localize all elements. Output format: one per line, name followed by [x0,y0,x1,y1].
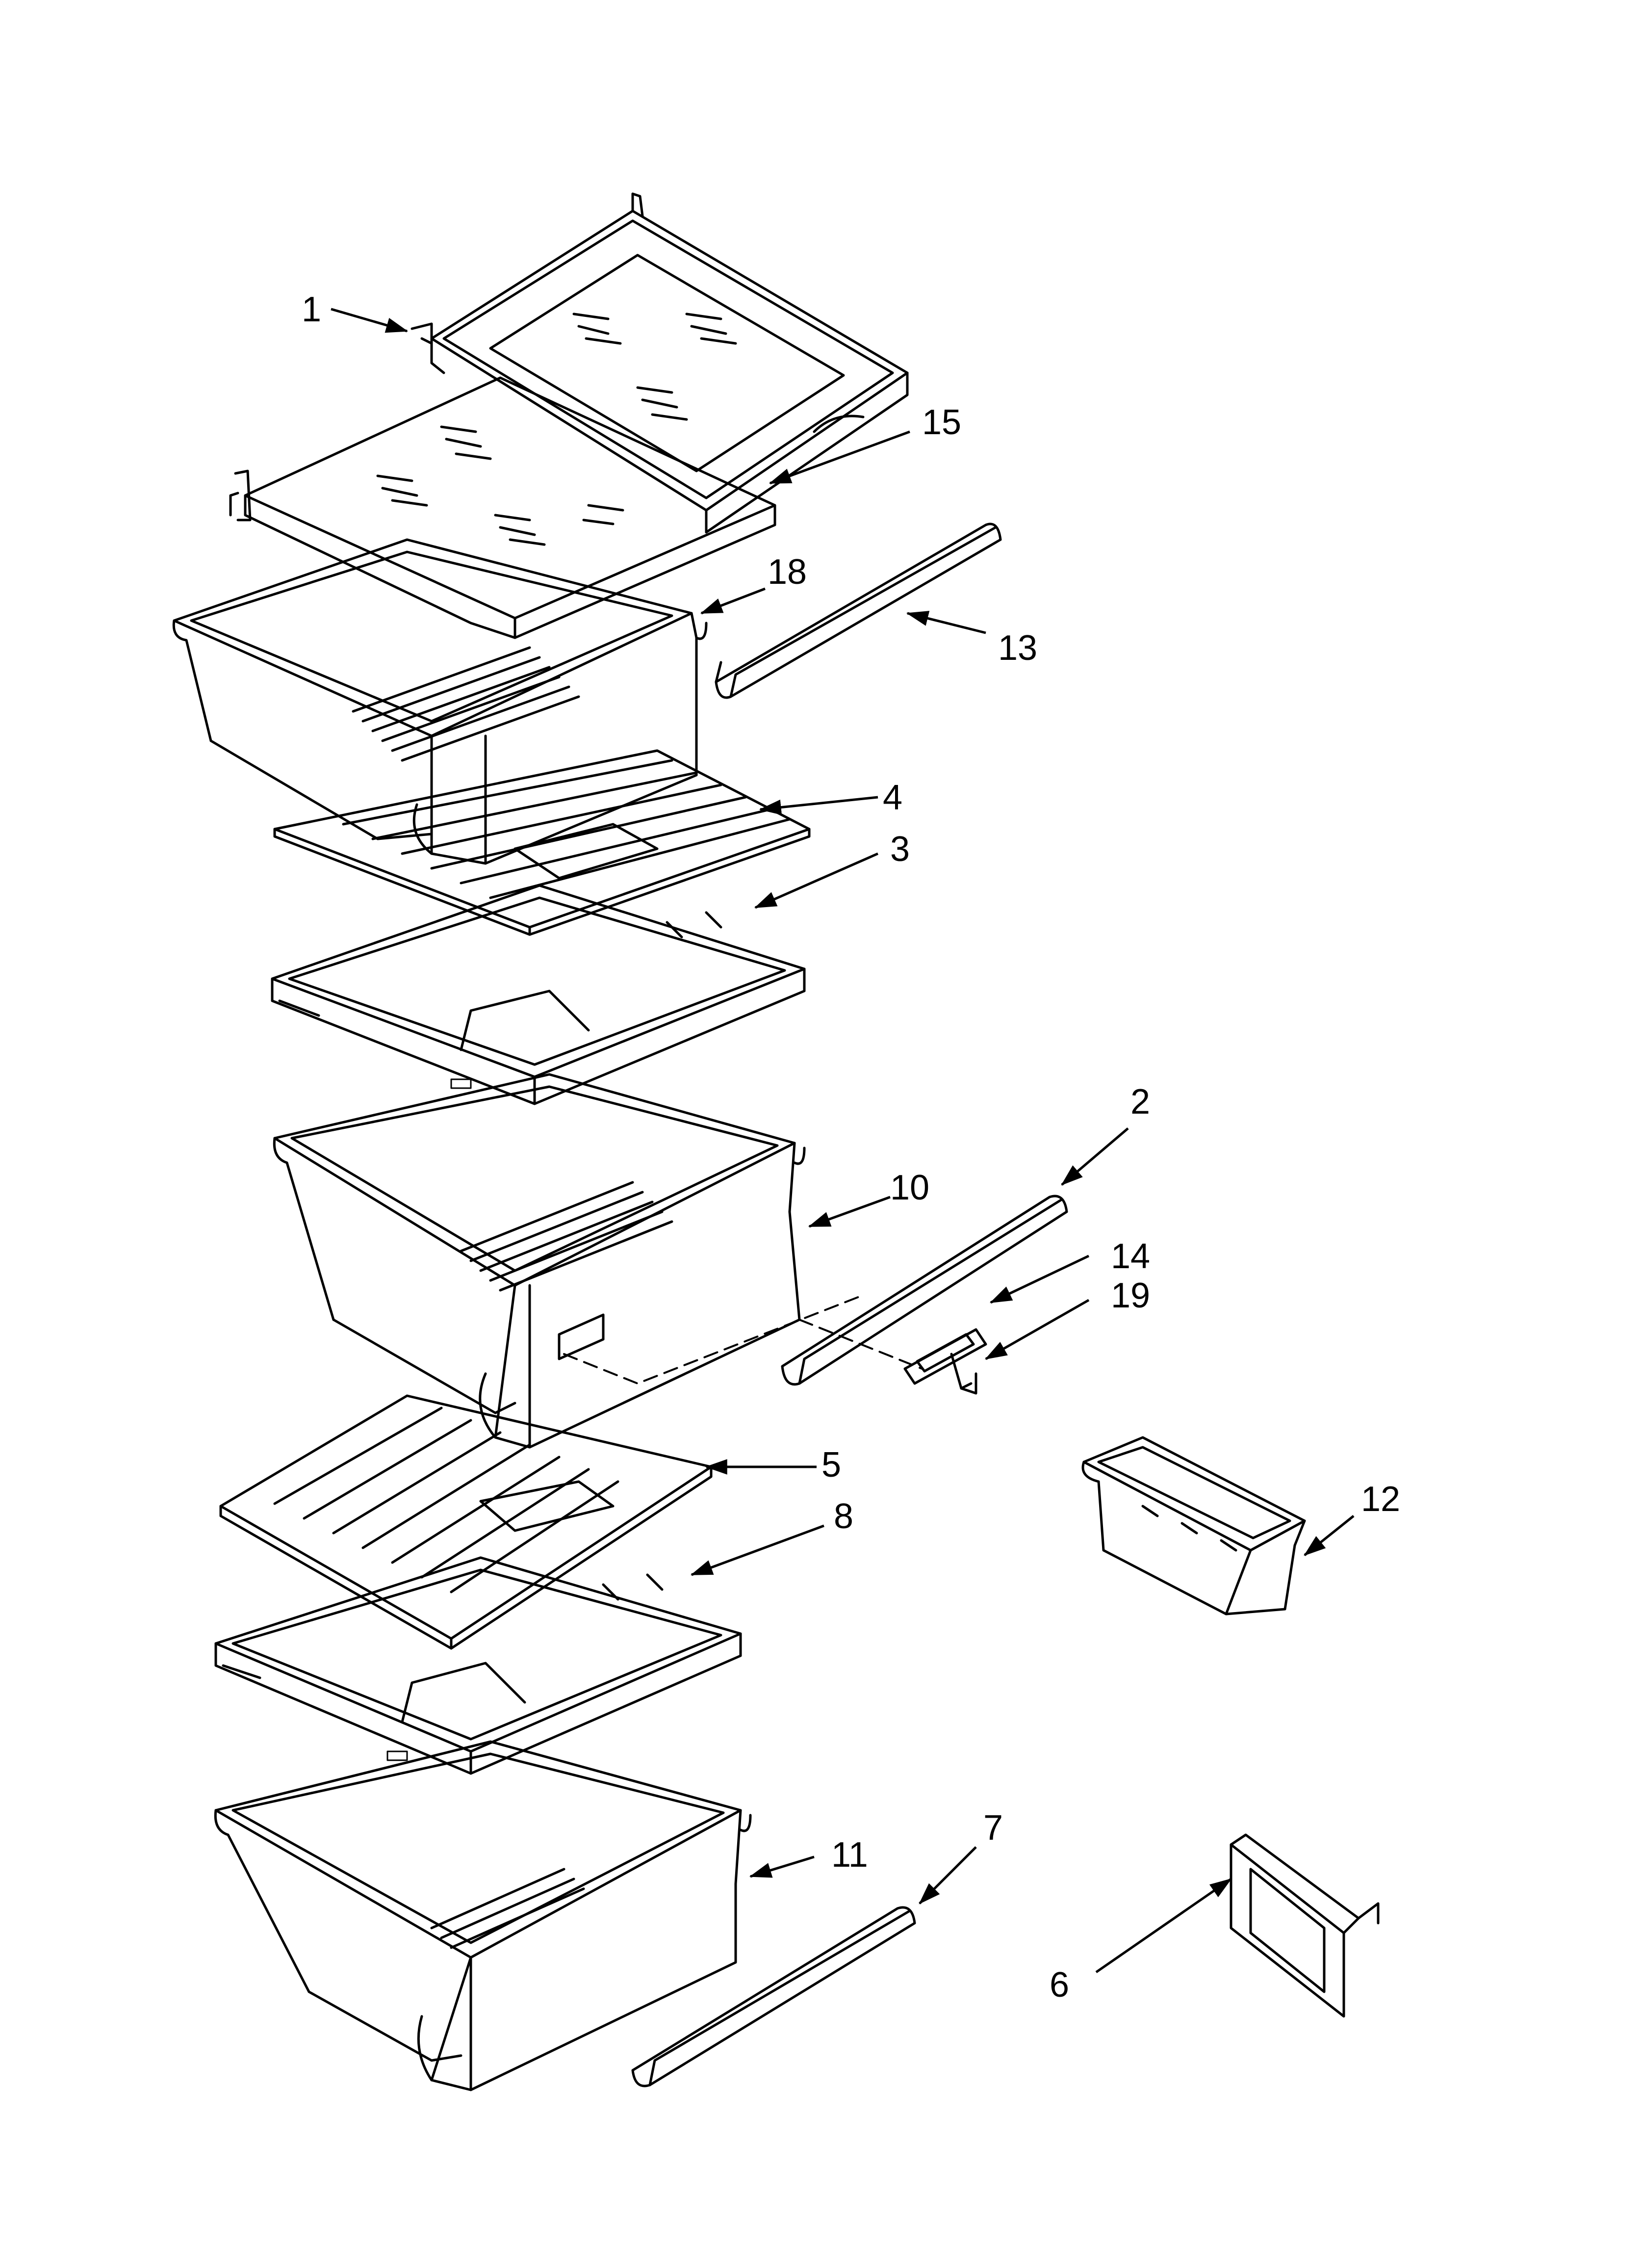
leader-14 [989,1254,1090,1304]
callout-12: 12 [1361,1480,1400,1519]
callout-8: 8 [834,1497,853,1536]
slide-control [903,1328,987,1395]
leader-18 [700,587,766,615]
leader-lines [331,308,1355,1974]
callout-4: 4 [883,778,902,817]
callout-2: 2 [1130,1082,1150,1121]
callout-5: 5 [821,1445,841,1485]
leader-6 [1095,1877,1232,1974]
callout-3: 3 [890,830,910,869]
callout-11: 11 [831,1835,868,1875]
utility-bin [1081,1436,1306,1616]
cover-frame-lower [214,1556,742,1775]
upper-shelf [229,192,909,639]
bracket [1230,1833,1380,2018]
callout-18: 18 [768,552,807,592]
trim-middle [781,1195,1068,1386]
callout-13: 13 [998,628,1037,668]
callout-labels: 1 15 18 13 4 3 2 10 14 19 5 8 12 11 7 6 [302,290,1400,2005]
leader-8 [690,1524,824,1576]
glass-shelf-upper [273,749,811,936]
callout-1: 1 [302,290,321,329]
callout-19: 19 [1111,1276,1150,1315]
lower-crisper [214,1740,752,2091]
leader-10 [808,1196,891,1228]
callout-7: 7 [983,1808,1003,1848]
trim-lower [631,1906,916,2087]
leader-15 [769,430,910,485]
trim-upper [715,522,1002,699]
leader-4 [759,796,878,815]
callout-14: 14 [1111,1237,1150,1276]
callout-15: 15 [922,403,961,442]
leader-11 [749,1855,815,1878]
leader-7 [919,1846,977,1904]
leader-12 [1304,1515,1355,1556]
leader-2 [1061,1127,1129,1186]
cover-frame-upper [271,884,806,1105]
callout-10: 10 [890,1168,929,1207]
middle-crisper [273,1073,923,1449]
leader-19 [985,1299,1090,1360]
callout-6: 6 [1050,1965,1069,2005]
leader-3 [754,852,879,909]
leader-13 [906,611,986,634]
leader-1 [331,308,409,333]
glass-shelf-lower [219,1394,713,1650]
